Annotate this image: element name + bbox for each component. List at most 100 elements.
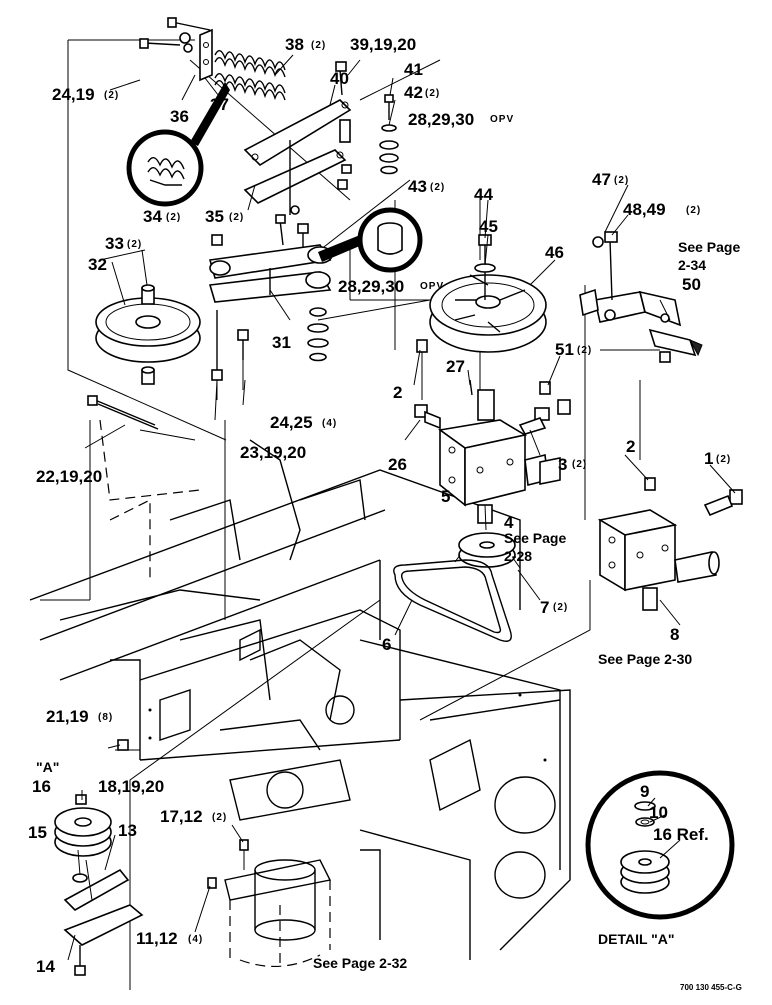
- label-34: 34: [143, 207, 162, 226]
- fittings-26-2: [414, 339, 571, 435]
- detail-callout-43: [318, 207, 423, 273]
- see-page-2-34-line2: 2-34: [678, 257, 706, 273]
- gearbox-8: [597, 477, 743, 611]
- gearbox-4: [437, 379, 561, 524]
- label-24-25-qty: (4): [322, 418, 337, 429]
- label-39: 39,19,20: [350, 35, 416, 54]
- u-joint-50: [579, 231, 703, 363]
- pulley-32: [95, 284, 201, 385]
- label-13: 13: [118, 821, 137, 840]
- label-22-19-20: 22,19,20: [36, 467, 102, 486]
- label-48-49: 48,49: [623, 200, 666, 219]
- detail-a-caption: DETAIL "A": [598, 931, 675, 947]
- label-41: 41: [404, 60, 423, 79]
- label-11-12-qty: (4): [188, 934, 203, 945]
- label-40: 40: [330, 69, 349, 88]
- machine-frame: [29, 419, 571, 967]
- label-24-19-qty: (2): [104, 90, 119, 101]
- see-page-2-34-line1: See Page: [678, 239, 740, 255]
- belt-6: [393, 559, 512, 642]
- label-23-19-20: 23,19,20: [240, 443, 306, 462]
- label-17-12-qty: (2): [212, 812, 227, 823]
- label-45: 45: [479, 217, 498, 236]
- label-9: 9: [640, 782, 649, 801]
- spring-assembly: [126, 17, 286, 207]
- label-44: 44: [474, 185, 493, 204]
- label-3-qty: (2): [572, 459, 587, 470]
- label-3: 3: [558, 455, 567, 474]
- label-34-qty: (2): [166, 212, 181, 223]
- label-7: 7: [540, 598, 549, 617]
- label-28-29-30-top: 28,29,30: [408, 110, 474, 129]
- detail-a-circle: [585, 770, 735, 920]
- label-10: 10: [649, 803, 668, 822]
- label-48-49-qty: (2): [686, 205, 701, 216]
- label-42: 42: [404, 83, 423, 102]
- label-16-ref: 16 Ref.: [653, 825, 709, 844]
- label-16: 16: [32, 777, 51, 796]
- label-46: 46: [545, 243, 564, 262]
- label-31: 31: [272, 333, 291, 352]
- label-28-29-30-bottom-opv: OPV: [420, 281, 444, 292]
- see-page-2-28-line2: 2-28: [504, 548, 532, 564]
- label-43: 43: [408, 177, 427, 196]
- label-32: 32: [88, 255, 107, 274]
- bolt-top: [167, 17, 211, 53]
- label-50: 50: [682, 275, 701, 294]
- label-21-19: 21,19: [46, 707, 89, 726]
- label-35-qty: (2): [229, 212, 244, 223]
- label-8: 8: [670, 625, 679, 644]
- callout-labels: 38 (2) 39,19,20 41 42 (2) 24,19 (2) 40 3…: [28, 35, 731, 976]
- label-7-qty: (2): [553, 602, 568, 613]
- label-28-29-30-top-opv: OPV: [490, 114, 514, 125]
- bolt-24: [139, 38, 181, 49]
- pulley-46: [429, 234, 547, 353]
- label-6: 6: [382, 635, 391, 654]
- drawing-number: 700 130 455-C-G: [680, 983, 742, 992]
- washer-stack-28-top: [379, 94, 399, 175]
- bolts-11-17: [207, 839, 249, 889]
- label-18-19-20: 18,19,20: [98, 777, 164, 796]
- idler-arm-31: [208, 214, 333, 362]
- label-2-right: 2: [626, 437, 635, 456]
- label-26: 26: [388, 455, 407, 474]
- label-21-19-qty: (8): [98, 712, 113, 723]
- label-38-qty: (2): [311, 40, 326, 51]
- page-references: See Page 2-34 See Page 2-28 See Page 2-3…: [313, 239, 742, 992]
- bracket-37: [199, 28, 213, 82]
- bolts-24-25: [211, 310, 249, 381]
- label-2-left: 2: [393, 383, 402, 402]
- label-1: 1: [704, 449, 713, 468]
- idler-arm-40: [243, 61, 352, 215]
- label-5: 5: [441, 487, 450, 506]
- label-38: 38: [285, 35, 304, 54]
- label-15: 15: [28, 823, 47, 842]
- label-11-12: 11,12: [136, 929, 178, 948]
- see-page-2-28-line1: See Page: [504, 530, 566, 546]
- label-33: 33: [105, 234, 124, 253]
- label-43-qty: (2): [430, 182, 445, 193]
- pulley-16: [54, 794, 112, 883]
- label-leaders: [67, 54, 736, 961]
- label-47-qty: (2): [614, 175, 629, 186]
- label-24-25: 24,25: [270, 413, 313, 432]
- label-17-12: 17,12: [160, 807, 203, 826]
- detail-callout-34: [126, 82, 230, 207]
- label-37: 37: [210, 95, 229, 114]
- label-33-qty: (2): [127, 239, 142, 250]
- label-35: 35: [205, 207, 224, 226]
- bracket-13-14: [63, 739, 144, 976]
- label-24-19: 24,19: [52, 85, 95, 104]
- label-detail-a-ref: "A": [36, 759, 59, 775]
- label-1-qty: (2): [716, 454, 731, 465]
- label-36: 36: [170, 107, 189, 126]
- label-28-29-30-bottom: 28,29,30: [338, 277, 404, 296]
- label-47: 47: [592, 170, 611, 189]
- label-14: 14: [36, 957, 55, 976]
- label-51-qty: (2): [577, 345, 592, 356]
- long-bolt-22: [87, 395, 159, 430]
- see-page-2-30: See Page 2-30: [598, 651, 692, 667]
- label-51: 51: [555, 340, 574, 359]
